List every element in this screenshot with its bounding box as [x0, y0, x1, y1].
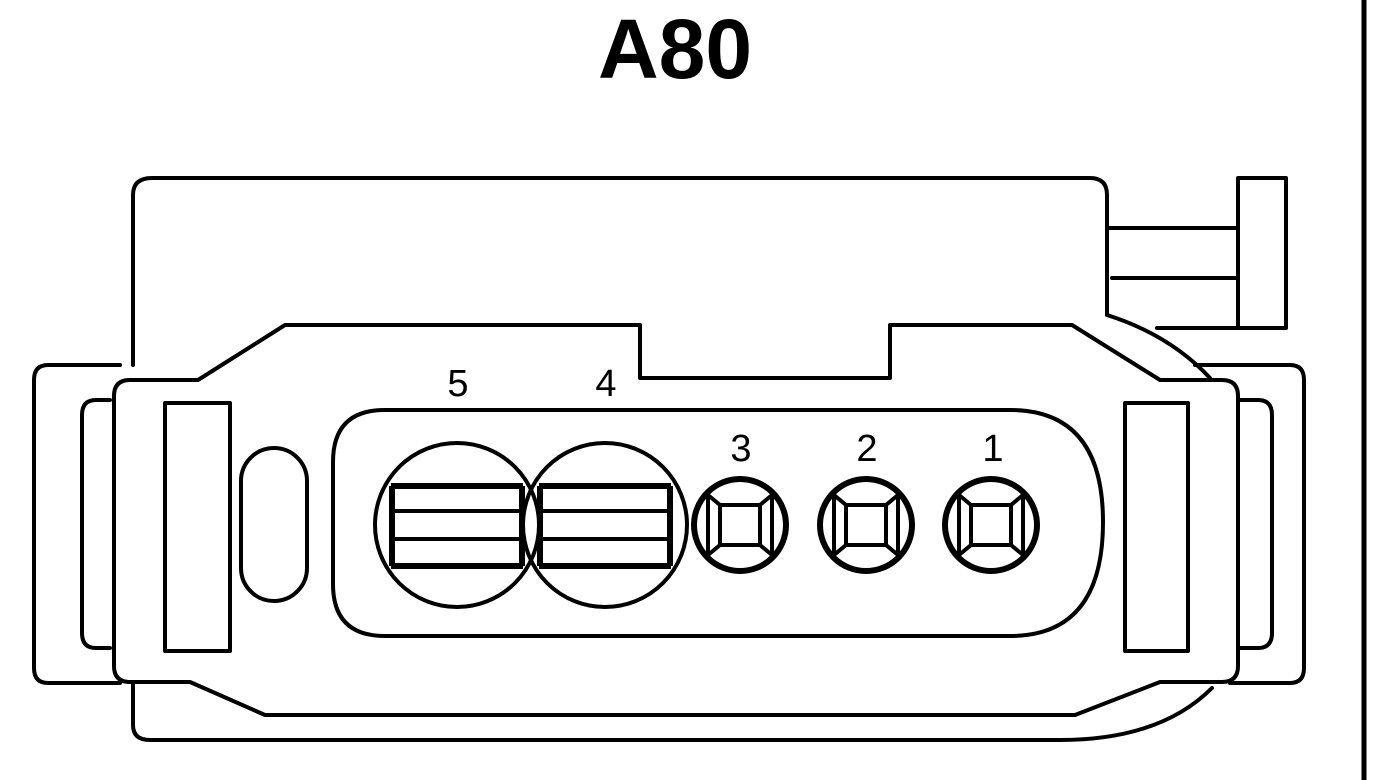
left-ear — [32, 363, 122, 685]
pin-2 — [817, 476, 915, 574]
pin-1 — [942, 476, 1040, 574]
pin-4 — [521, 441, 689, 609]
left-ear-inner — [80, 398, 112, 650]
latch — [1105, 176, 1288, 330]
pin-cavity-area — [331, 408, 1105, 638]
pin-3-label: 3 — [730, 428, 751, 470]
connector-id-label: A80 — [598, 2, 752, 96]
pin-4-cavity — [521, 441, 689, 609]
pin-5-label: 5 — [447, 363, 468, 405]
left-lock-bar — [163, 401, 232, 653]
housing-back — [131, 176, 1212, 380]
right-ear-inner — [1238, 398, 1274, 650]
right-ear — [1193, 363, 1306, 685]
pin-3 — [691, 476, 789, 574]
right-lock-bar — [1123, 401, 1190, 653]
housing-front — [112, 323, 1240, 717]
housing-back-bottom — [131, 678, 1214, 742]
left-oval-slot — [239, 446, 309, 603]
pin-1-label: 1 — [982, 428, 1003, 470]
pin-2-label: 2 — [856, 428, 877, 470]
pin-4-label: 4 — [595, 363, 616, 405]
pin-5 — [373, 441, 541, 609]
